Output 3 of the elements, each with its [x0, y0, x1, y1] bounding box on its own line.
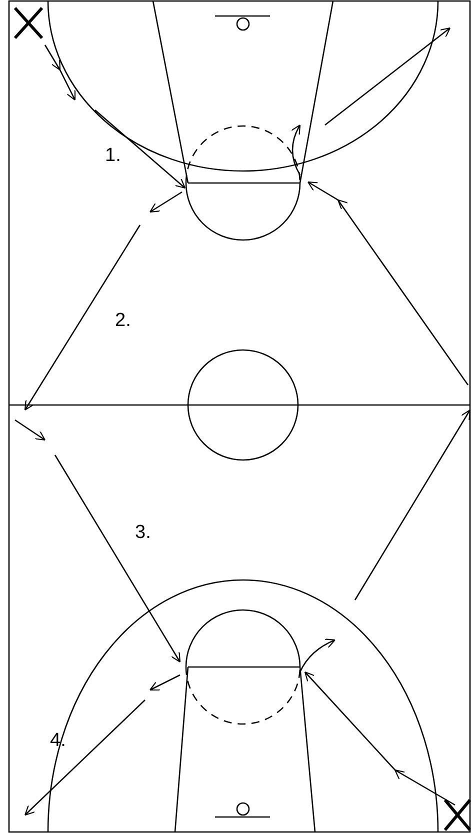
- step-number: 1.: [105, 145, 121, 167]
- step-number: 3.: [135, 522, 151, 544]
- step-number: 2.: [115, 310, 131, 332]
